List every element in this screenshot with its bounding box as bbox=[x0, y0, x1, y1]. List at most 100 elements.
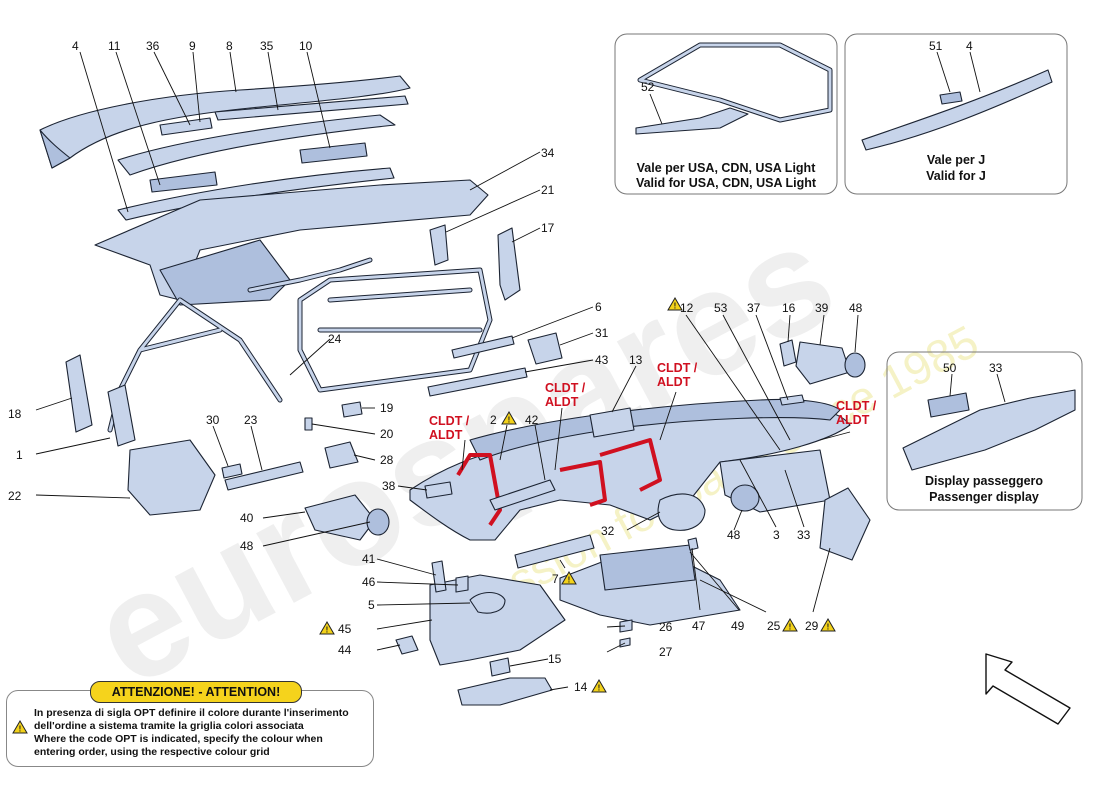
vent-grille-11 bbox=[149, 171, 218, 193]
callout-51: 51 bbox=[929, 39, 943, 53]
cldt-label-4: CLDT / bbox=[836, 399, 877, 413]
callout-33: 33 bbox=[797, 528, 811, 542]
callout-38: 38 bbox=[382, 479, 396, 493]
aldt-label-4: ALDT bbox=[836, 413, 870, 427]
inset-j-parts bbox=[861, 69, 1053, 151]
callout-30: 30 bbox=[206, 413, 220, 427]
callout-45: 45 bbox=[338, 622, 352, 636]
bracket-21 bbox=[429, 224, 449, 266]
callout-25: 25 bbox=[767, 619, 781, 633]
callout-35: 35 bbox=[260, 39, 274, 53]
callout-13: 13 bbox=[629, 353, 643, 367]
callout-4-japan: 4 bbox=[966, 39, 973, 53]
svg-text:!: ! bbox=[19, 725, 22, 734]
callout-46: 46 bbox=[362, 575, 376, 589]
callout-43: 43 bbox=[595, 353, 609, 367]
callout-3: 3 bbox=[773, 528, 780, 542]
callout-52: 52 bbox=[641, 80, 655, 94]
callout-53: 53 bbox=[714, 301, 728, 315]
callout-27: 27 bbox=[659, 645, 673, 659]
cross-car-beam bbox=[65, 179, 563, 516]
cldt-label-1: CLDT / bbox=[429, 414, 470, 428]
callout-6: 6 bbox=[595, 300, 602, 314]
callout-28: 28 bbox=[380, 453, 394, 467]
callout-47: 47 bbox=[692, 619, 706, 633]
callout-numbers: 4 11 36 9 8 35 10 34 21 17 6 31 43 24 18… bbox=[8, 39, 1003, 694]
clip-26 bbox=[619, 619, 633, 633]
inset-j-frame bbox=[844, 33, 1068, 195]
attention-title: ATTENZIONE! - ATTENTION! bbox=[90, 681, 302, 703]
attention-text: In presenza di sigla OPT definire il col… bbox=[34, 707, 374, 759]
bracket-17 bbox=[497, 227, 521, 301]
inset-j-caption-en: Valid for J bbox=[926, 169, 986, 183]
svg-text:!: ! bbox=[508, 416, 511, 425]
vent-38 bbox=[424, 481, 453, 499]
attention-line-3: Where the code OPT is indicated, specify… bbox=[34, 733, 323, 745]
svg-text:!: ! bbox=[598, 684, 601, 693]
callout-17: 17 bbox=[541, 221, 555, 235]
warning-triangle-icon: ! bbox=[667, 297, 683, 311]
callout-20: 20 bbox=[380, 427, 394, 441]
sensor-51 bbox=[939, 91, 963, 105]
callout-29: 29 bbox=[805, 619, 819, 633]
callout-33-display: 33 bbox=[989, 361, 1003, 375]
attention-line-1: In presenza di sigla OPT definire il col… bbox=[34, 707, 349, 719]
warning-markers: ! ! ! ! ! ! ! bbox=[319, 297, 836, 693]
callout-37: 37 bbox=[747, 301, 761, 315]
callout-19: 19 bbox=[380, 401, 394, 415]
clip-47 bbox=[687, 537, 699, 551]
warning-triangle-icon: ! bbox=[782, 618, 798, 632]
callout-48-center: 48 bbox=[727, 528, 741, 542]
callout-8: 8 bbox=[226, 39, 233, 53]
inset-display-parts bbox=[902, 389, 1076, 471]
callout-41: 41 bbox=[362, 552, 376, 566]
bracket-44 bbox=[395, 635, 419, 655]
inset-usa-parts bbox=[635, 42, 833, 135]
svg-text:!: ! bbox=[827, 623, 830, 632]
callout-4: 4 bbox=[72, 39, 79, 53]
strut-43 bbox=[427, 367, 528, 397]
callout-24: 24 bbox=[328, 332, 342, 346]
air-duct-40 bbox=[304, 494, 376, 541]
vent-5 bbox=[469, 591, 506, 614]
callout-49: 49 bbox=[731, 619, 745, 633]
bracket-19 bbox=[341, 401, 363, 418]
strut-6 bbox=[451, 335, 515, 359]
air-vent-48-right bbox=[844, 352, 866, 378]
callout-18: 18 bbox=[8, 407, 22, 421]
clip-15 bbox=[489, 657, 511, 677]
callout-22: 22 bbox=[8, 489, 22, 503]
callout-5: 5 bbox=[368, 598, 375, 612]
support-bracket-52 bbox=[635, 107, 749, 135]
cldt-label-3: CLDT / bbox=[657, 361, 698, 375]
lower-panel-left bbox=[429, 574, 566, 666]
callout-7: 7 bbox=[552, 572, 559, 586]
clip-27 bbox=[619, 637, 631, 648]
trim-7 bbox=[514, 534, 595, 569]
strut-23 bbox=[224, 461, 304, 491]
display-surround-33 bbox=[902, 389, 1076, 471]
air-vent-48-left bbox=[366, 508, 390, 536]
pedal-support-22 bbox=[127, 439, 216, 516]
warning-triangle-icon: ! bbox=[12, 720, 28, 734]
clip-20 bbox=[304, 417, 313, 431]
bracket-28 bbox=[324, 441, 359, 469]
callout-12: 12 bbox=[680, 301, 694, 315]
svg-text:!: ! bbox=[789, 623, 792, 632]
cldt-aldt-trim-outline bbox=[456, 438, 662, 527]
callout-34: 34 bbox=[541, 146, 555, 160]
dashboard-top-cover bbox=[39, 75, 411, 169]
warning-triangle-icon: ! bbox=[591, 679, 607, 693]
vent-32-housing bbox=[657, 493, 706, 531]
bracket-31 bbox=[527, 332, 563, 365]
vent-rail-42 bbox=[489, 479, 556, 511]
callout-32: 32 bbox=[601, 524, 615, 538]
inset-display-caption-it: Display passeggero bbox=[925, 474, 1043, 488]
svg-text:!: ! bbox=[568, 576, 571, 585]
air-duct-39 bbox=[795, 341, 851, 385]
bracket-1 bbox=[107, 384, 136, 447]
bracket-18 bbox=[65, 354, 93, 433]
callout-48-left: 48 bbox=[240, 539, 254, 553]
aldt-label-3: ALDT bbox=[657, 375, 691, 389]
